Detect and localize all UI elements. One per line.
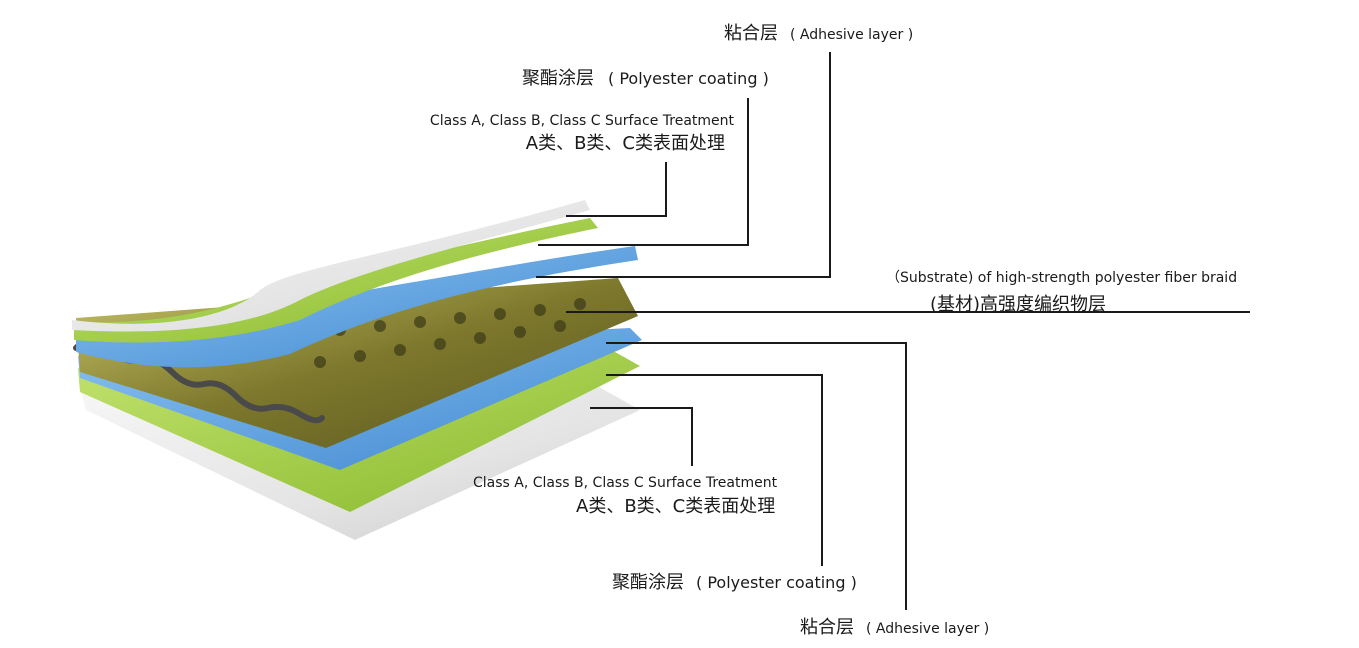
bottom-coating-label-cn: 聚酯涂层: [612, 572, 684, 593]
leader-top-treatment: [566, 162, 667, 217]
bottom-treatment-label-cn: A类、B类、C类表面处理: [576, 496, 776, 517]
top-treatment-layer: [72, 200, 590, 332]
bottom-treatment-label-en: Class A, Class B, Class C Surface Treatm…: [473, 475, 778, 491]
leader-top-coating: [538, 98, 749, 246]
top-treatment-label-cn: A类、B类、C类表面处理: [525, 133, 725, 154]
leader-bottom-coating: [606, 374, 823, 566]
leader-lines: [536, 52, 1250, 610]
top-coating-label-cn: 聚酯涂层: [522, 68, 594, 89]
leader-bottom-treatment: [590, 407, 693, 466]
bottom-adhesive-label-en: ( Adhesive layer ): [866, 621, 990, 637]
bottom-adhesive-label-cn: 粘合层: [800, 617, 854, 638]
leader-top-adhesive: [536, 52, 831, 278]
substrate-label-en: （Substrate) of high-strength polyester f…: [886, 270, 1238, 286]
bottom-coating-label-en: ( Polyester coating ): [696, 573, 857, 592]
substrate-label-cn: (基材)高强度编织物层: [930, 294, 1107, 315]
top-adhesive-label-en: ( Adhesive layer ): [790, 27, 914, 43]
top-coating-label-en: ( Polyester coating ): [608, 69, 769, 88]
top-treatment-label-en: Class A, Class B, Class C Surface Treatm…: [429, 113, 734, 129]
top-adhesive-label-cn: 粘合层: [724, 23, 778, 44]
leader-bottom-adhesive: [606, 342, 907, 610]
